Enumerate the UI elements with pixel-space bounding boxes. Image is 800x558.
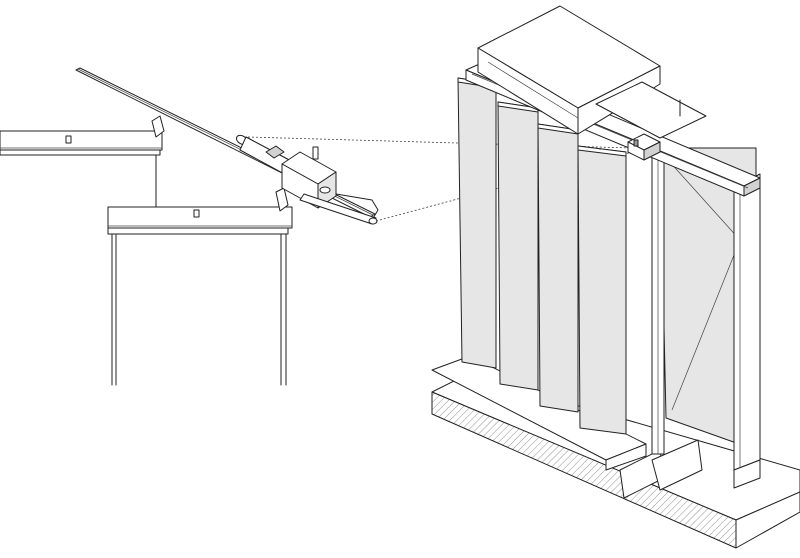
hanging-panel-4 xyxy=(577,145,627,435)
front-fastener-icon xyxy=(193,209,200,218)
detail-callout xyxy=(0,67,633,386)
ceiling-plate xyxy=(595,81,707,139)
hanging-panel-1 xyxy=(457,77,497,369)
motor-shaft xyxy=(312,146,319,160)
rail-bracket-upper xyxy=(151,115,165,138)
floor-slab xyxy=(431,355,800,549)
motor-coupling xyxy=(265,145,285,159)
center-post xyxy=(651,149,665,455)
hanging-panel-2 xyxy=(497,101,539,391)
ceiling-slab xyxy=(477,5,707,139)
side-post xyxy=(733,173,761,471)
rear-header-beam xyxy=(0,130,163,209)
drive-rod xyxy=(299,193,377,225)
gear-motor xyxy=(235,134,379,225)
hanging-panel-3 xyxy=(537,123,579,413)
rear-fastener-icon xyxy=(65,135,72,144)
floor-step-block xyxy=(651,439,703,491)
door-frame xyxy=(107,206,293,386)
folding-panel-rear xyxy=(659,147,761,489)
vertical-panel-assembly xyxy=(431,5,800,549)
rail-bracket-lower xyxy=(275,187,289,212)
track-drive-unit xyxy=(627,133,661,161)
